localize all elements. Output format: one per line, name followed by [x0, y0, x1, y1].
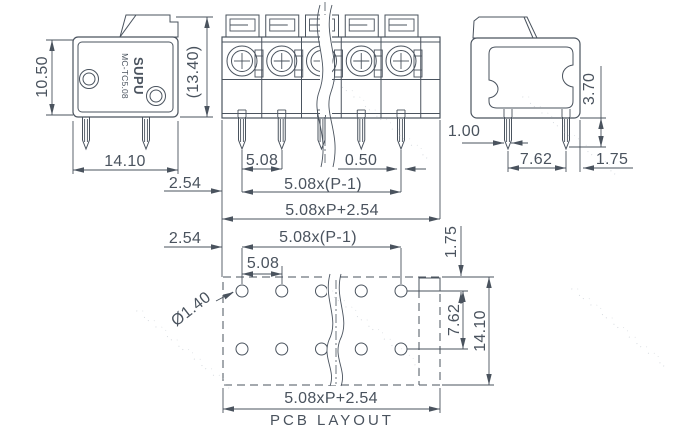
drill-holes: [235, 284, 408, 356]
lever-outline: [119, 14, 179, 38]
dim-row-pitch: 7.62: [446, 304, 463, 336]
dim-hole-diameter: Ø1.40: [168, 289, 214, 330]
break-line: [328, 4, 336, 168]
solder-pins: [82, 117, 150, 151]
cavity-outline: [488, 46, 574, 109]
model-text: MC-TC5.08: [120, 53, 130, 99]
screw-hole: [79, 69, 99, 89]
break-line: [316, 4, 324, 168]
front-view: 2.54 5.08 0.50 5.08x(P-1) 5.08xP+2.54: [169, 2, 441, 219]
dim-outline-height: 14.10: [472, 310, 489, 352]
dim-row-pitch: 7.62: [520, 151, 552, 168]
dim-pin-length: 3.70: [581, 73, 598, 105]
break-line: [326, 273, 334, 387]
dim-edge-to-pin: 2.54: [169, 175, 201, 192]
side-view-right: 1.00 3.70 7.62 1.75: [448, 16, 628, 168]
break-line: [337, 273, 345, 387]
dim-body-width: 14.10: [104, 153, 146, 170]
lever-outline: [472, 16, 538, 39]
dim-edge-to-hole: 2.54: [169, 230, 201, 247]
pcb-layout-view: 2.54 5.08x(P-1) 5.08 1.75 Ø1.40 7.62 14.…: [168, 226, 489, 429]
dim-edge-margin: 1.75: [596, 151, 628, 168]
dim-pin-span: 5.08x(P-1): [284, 176, 362, 193]
body-marking: SUPU MC-TC5.08: [120, 53, 146, 99]
dim-pin-width: 1.00: [448, 123, 480, 140]
dim-overall-height: (13.40): [185, 46, 202, 99]
dimension-lines: [46, 16, 633, 413]
dim-hole-span: 5.08x(P-1): [279, 229, 357, 246]
dim-body-height: 10.50: [34, 56, 51, 98]
dim-overall-width: 5.08xP+2.54: [285, 202, 379, 219]
screw-hole: [146, 86, 166, 106]
watermark-text: ·˙··˙·˙˙··˙··˙˙·˙··˙·˙˙··: [568, 284, 670, 372]
brand-text: SUPU: [131, 57, 146, 95]
dim-pin-width: 0.50: [345, 152, 377, 169]
watermark-text: ·˙··˙·˙˙··˙··˙˙·˙··˙·˙˙··: [331, 76, 433, 164]
side-view-left: SUPU MC-TC5.08 10.50 (13.40) 14.10: [34, 14, 202, 170]
dim-outline-width: 5.08xP+2.54: [284, 390, 378, 407]
watermarks: ·˙··˙·˙˙··˙··˙˙·˙··˙·˙˙·· ·˙··˙·˙˙··˙··˙…: [133, 76, 670, 394]
solder-pins: [503, 109, 571, 151]
dim-hole-pitch: 5.08: [247, 255, 279, 272]
dim-top-margin: 1.75: [443, 226, 460, 258]
dim-pin-pitch: 5.08: [246, 152, 278, 169]
pcb-layout-title: PCB LAYOUT: [270, 412, 394, 429]
